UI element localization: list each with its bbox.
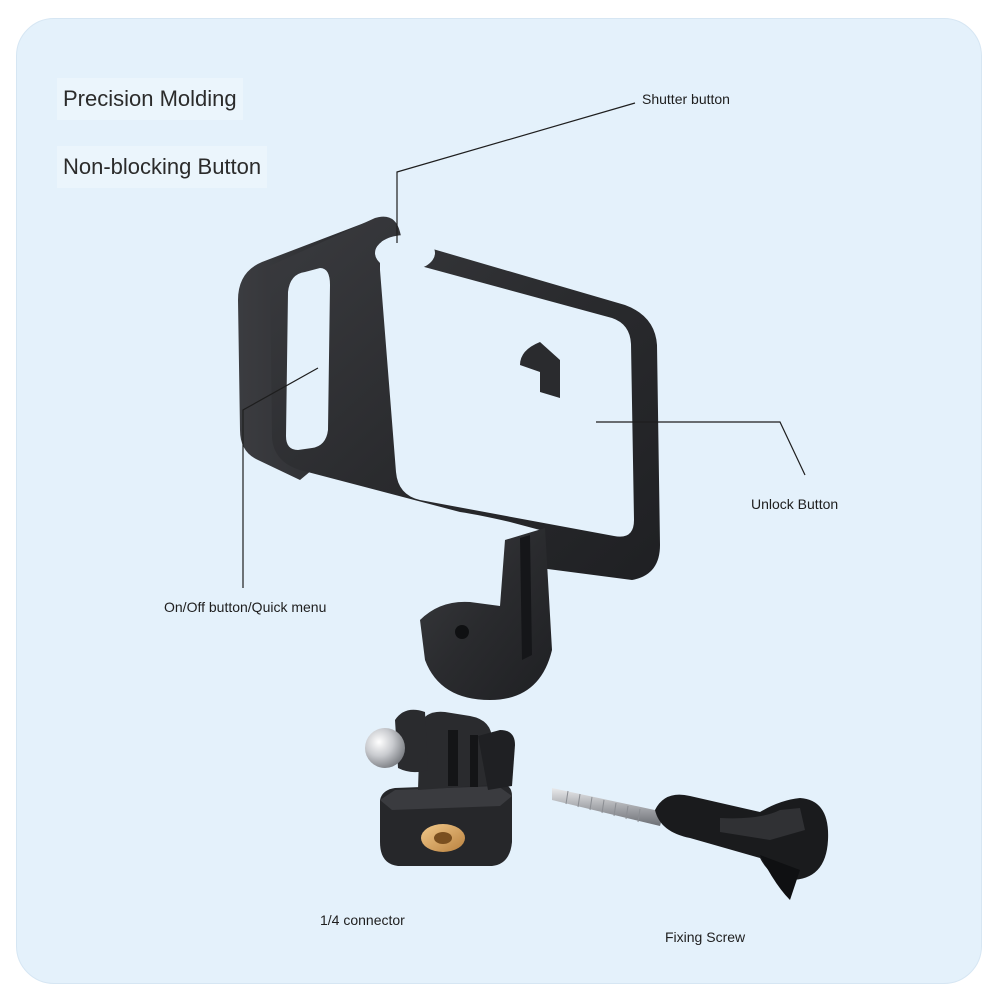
leader-lines [242,102,806,588]
label-on-off-button: On/Off button/Quick menu [164,599,327,615]
power-button-opening [286,268,330,450]
camera-frame [238,216,660,700]
onoff-leader [242,367,319,588]
label-unlock-button: Unlock Button [751,496,839,512]
unlock-slot [596,401,604,444]
unlock-leader [596,421,806,476]
shutter-leader [396,102,636,243]
screw-thread [552,788,664,826]
label-quarter-connector: 1/4 connector [320,912,405,928]
heading-precision-molding: Precision Molding [57,78,243,120]
thumbscrew-head [365,728,405,768]
heading-non-blocking-button: Non-blocking Button [57,146,268,188]
label-fixing-screw: Fixing Screw [665,929,746,945]
quarter-inch-adapter [365,709,515,866]
shutter-opening [375,235,435,271]
mount-finger [420,528,552,700]
label-shutter-button: Shutter button [642,91,730,107]
fixing-screw [552,788,829,900]
